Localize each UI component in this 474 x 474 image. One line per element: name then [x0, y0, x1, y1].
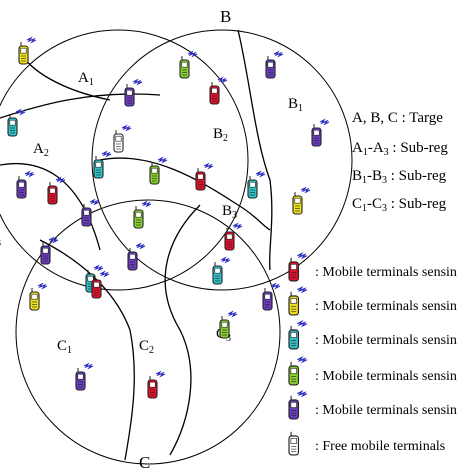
- mobile-terminal-icon: [288, 251, 308, 282]
- boundary-a1-a2: [0, 93, 161, 119]
- target-circle-c: [15, 199, 281, 465]
- mobile-terminal-icon: [195, 162, 214, 191]
- legend-label: : Mobile terminals sensin: [315, 369, 457, 384]
- mobile-terminal-icon: [262, 282, 281, 311]
- annotation-text: A, B, C : Targe: [352, 110, 443, 126]
- boundary-b2-b3: [99, 157, 271, 231]
- annotation-text: B1-B3 : Sub-reg: [352, 168, 447, 186]
- mobile-terminal-icon: [247, 170, 266, 199]
- mobile-terminal-icon: [16, 170, 35, 199]
- boundary-c2-c3: [164, 204, 201, 456]
- boundary-a1-top: [19, 51, 111, 101]
- region-label: A1: [78, 70, 94, 88]
- mobile-terminal-icon: [75, 362, 94, 391]
- mobile-terminal-icon: [149, 156, 168, 185]
- mobile-terminal-icon: [113, 124, 132, 153]
- region-label: B3: [222, 203, 237, 221]
- mobile-terminal-icon: [18, 36, 37, 65]
- legend-label: : Mobile terminals sensin: [315, 403, 457, 418]
- mobile-terminal-icon: [29, 282, 48, 311]
- mobile-terminal-icon: [40, 236, 59, 265]
- mobile-terminal-icon: [133, 200, 152, 229]
- boundary-b1-b2: [237, 29, 273, 271]
- mobile-terminal-icon: [288, 285, 308, 316]
- mobile-terminal-icon: [212, 256, 231, 285]
- region-label: C2: [139, 338, 154, 356]
- mobile-terminal-icon: [81, 198, 100, 227]
- boundary-c1-c2: [39, 239, 135, 461]
- legend-label: : Free mobile terminals: [315, 439, 445, 454]
- region-label: 3: [0, 238, 1, 249]
- mobile-terminal-icon: [179, 50, 198, 79]
- mobile-terminals: [7, 36, 330, 399]
- mobile-terminal-icon: [288, 431, 300, 456]
- mobile-terminal-icon: [209, 76, 228, 105]
- mobile-terminal-icon: [124, 78, 143, 107]
- boundary-a2-a3: [0, 162, 101, 251]
- legend: : Mobile terminals sensin : Mobile termin…: [288, 251, 457, 456]
- region-label: A2: [33, 141, 49, 159]
- mobile-terminal-icon: [91, 270, 110, 299]
- region-label: B1: [288, 96, 303, 114]
- region-label: C1: [57, 338, 72, 356]
- mobile-terminal-icon: [219, 310, 238, 339]
- mobile-terminal-icon: [265, 50, 284, 79]
- annotation-text: C1-C3 : Sub-reg: [352, 196, 447, 214]
- region-label: B2: [213, 126, 228, 144]
- mobile-terminal-icon: [288, 319, 308, 350]
- mobile-terminal-icon: [288, 355, 308, 386]
- legend-label: : Mobile terminals sensin: [315, 299, 457, 314]
- target-circle-a: [0, 29, 249, 291]
- target-circle-b: [91, 29, 353, 291]
- mobile-terminal-icon: [127, 242, 146, 271]
- mobile-terminal-icon: [93, 150, 112, 179]
- mobile-terminal-icon: [311, 118, 330, 147]
- annotation-text: A1-A3 : Sub-reg: [352, 140, 448, 158]
- legend-label: : Mobile terminals sensin: [315, 265, 457, 280]
- mobile-terminal-icon: [224, 222, 243, 251]
- legend-label: : Mobile terminals sensin: [315, 333, 457, 348]
- region-labels: A1A23B1B2B3C1C2C3: [0, 70, 303, 356]
- mobile-terminal-icon: [47, 176, 66, 205]
- circle-label-b: B: [220, 7, 231, 26]
- mobile-terminal-icon: [288, 389, 308, 420]
- circle-label-c: C: [139, 453, 150, 472]
- mobile-terminal-icon: [7, 108, 26, 137]
- mobile-terminal-icon: [292, 186, 311, 215]
- mobile-terminal-icon: [147, 370, 166, 399]
